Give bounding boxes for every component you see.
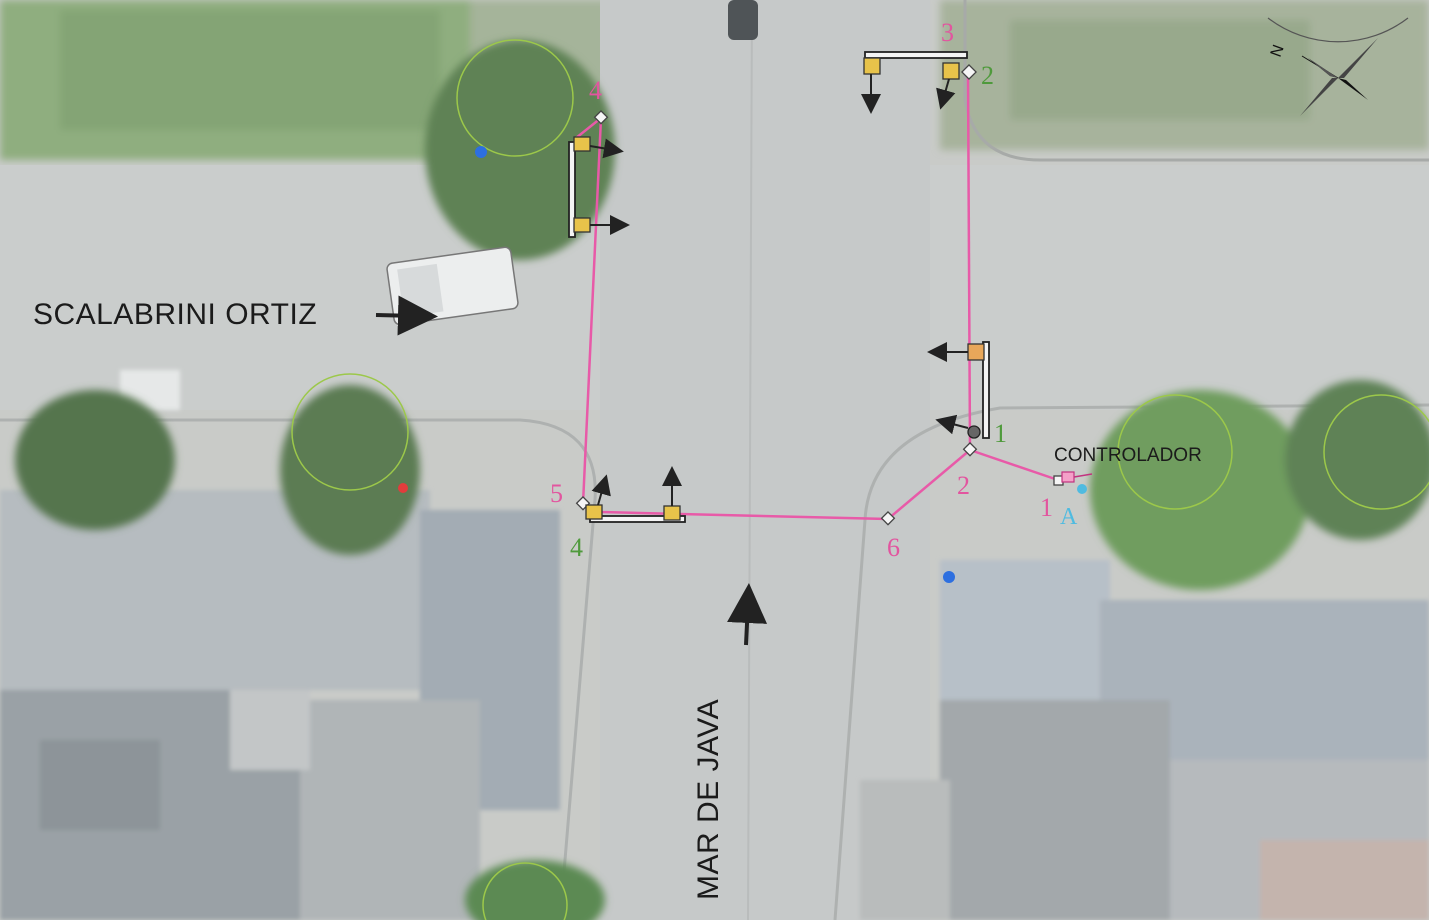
- buildings-southeast: [860, 560, 1429, 920]
- top-right-lot: [940, 0, 1429, 150]
- tree-marker-icon: [482, 862, 568, 920]
- controller-mark: A: [1060, 504, 1078, 530]
- direction-arrow-icon: [727, 583, 768, 646]
- chamber-label-6: 6: [887, 533, 900, 562]
- red-dot: [398, 483, 408, 493]
- street-label-mar-de-java: MAR DE JAVA: [692, 583, 768, 900]
- blue-dot: [943, 571, 955, 583]
- street-name-horizontal: SCALABRINI ORTIZ: [33, 298, 317, 331]
- post-label-2: 2: [981, 61, 994, 90]
- chamber-label-2: 2: [957, 471, 970, 500]
- tree-markers: [291, 39, 1429, 920]
- traffic-light-icon: [861, 57, 881, 114]
- road-centerline: [747, 0, 753, 920]
- cyan-dot: [1077, 484, 1087, 494]
- street-name-vertical: MAR DE JAVA: [692, 699, 725, 900]
- signal-arms: [568, 51, 990, 523]
- direction-arrow-icon: [375, 295, 438, 336]
- chamber-label-4: 4: [589, 76, 602, 105]
- post-label-1: 1: [994, 419, 1007, 448]
- tree-marker-icon: [291, 373, 409, 491]
- chamber-label-3: 3: [941, 18, 954, 47]
- chamber-label-1: 1: [1040, 493, 1053, 522]
- chamber-label-5: 5: [550, 479, 563, 508]
- tree-marker-icon: [1323, 394, 1429, 510]
- controller-symbol: [1061, 471, 1093, 483]
- post-label-4: 4: [570, 533, 583, 562]
- traffic-light-icon: [936, 62, 960, 110]
- svg-text:N: N: [1268, 43, 1288, 60]
- traffic-lights: [573, 57, 985, 521]
- blue-dot: [475, 146, 487, 158]
- traffic-light-icon: [935, 414, 981, 439]
- traffic-light-icon: [573, 136, 624, 159]
- traffic-light-icon: [927, 342, 985, 362]
- tree-marker-icon: [1117, 394, 1233, 510]
- traffic-light-icon: [662, 466, 682, 521]
- traffic-light-icon: [573, 215, 630, 235]
- compass-rose-icon: N: [1267, 17, 1409, 116]
- controller-label: CONTROLADOR: [1054, 445, 1202, 466]
- parked-car: [728, 0, 758, 40]
- tree-marker-icon: [456, 39, 574, 157]
- road-vertical: [600, 0, 930, 920]
- curb-northeast: [963, 0, 1429, 162]
- tree-canopies: [15, 40, 1429, 920]
- street-label-scalabrini-ortiz: SCALABRINI ORTIZ: [33, 295, 438, 336]
- traffic-light-icon: [585, 474, 611, 520]
- conduit-network: [575, 71, 1059, 521]
- buildings-southwest: [0, 370, 560, 920]
- curb-southeast: [833, 403, 1429, 920]
